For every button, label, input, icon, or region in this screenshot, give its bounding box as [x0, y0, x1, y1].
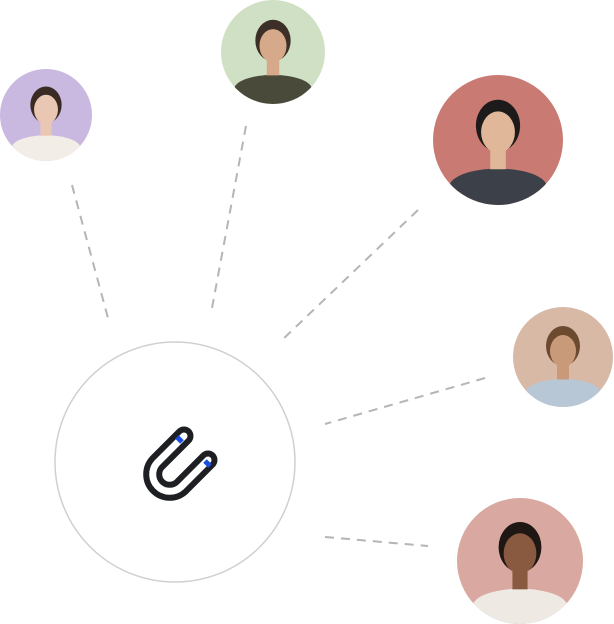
- magnet-pole-band: [175, 435, 184, 444]
- avatar-woman-curly-hair: [457, 498, 583, 624]
- avatar-woman-red-flower: [0, 69, 92, 161]
- connector-line: [211, 125, 247, 309]
- avatar-man-suit: [433, 75, 563, 205]
- magnet-icon: [143, 426, 218, 501]
- connector-line: [324, 377, 486, 425]
- connector-line: [279, 209, 419, 343]
- avatar-man-smiling-beard: [221, 0, 325, 104]
- magnet-pole-band: [203, 459, 212, 468]
- avatar-woman-long-hair: [513, 307, 613, 407]
- connector-line: [324, 536, 429, 547]
- connector-line: [71, 184, 109, 319]
- hub-circle: [54, 341, 296, 583]
